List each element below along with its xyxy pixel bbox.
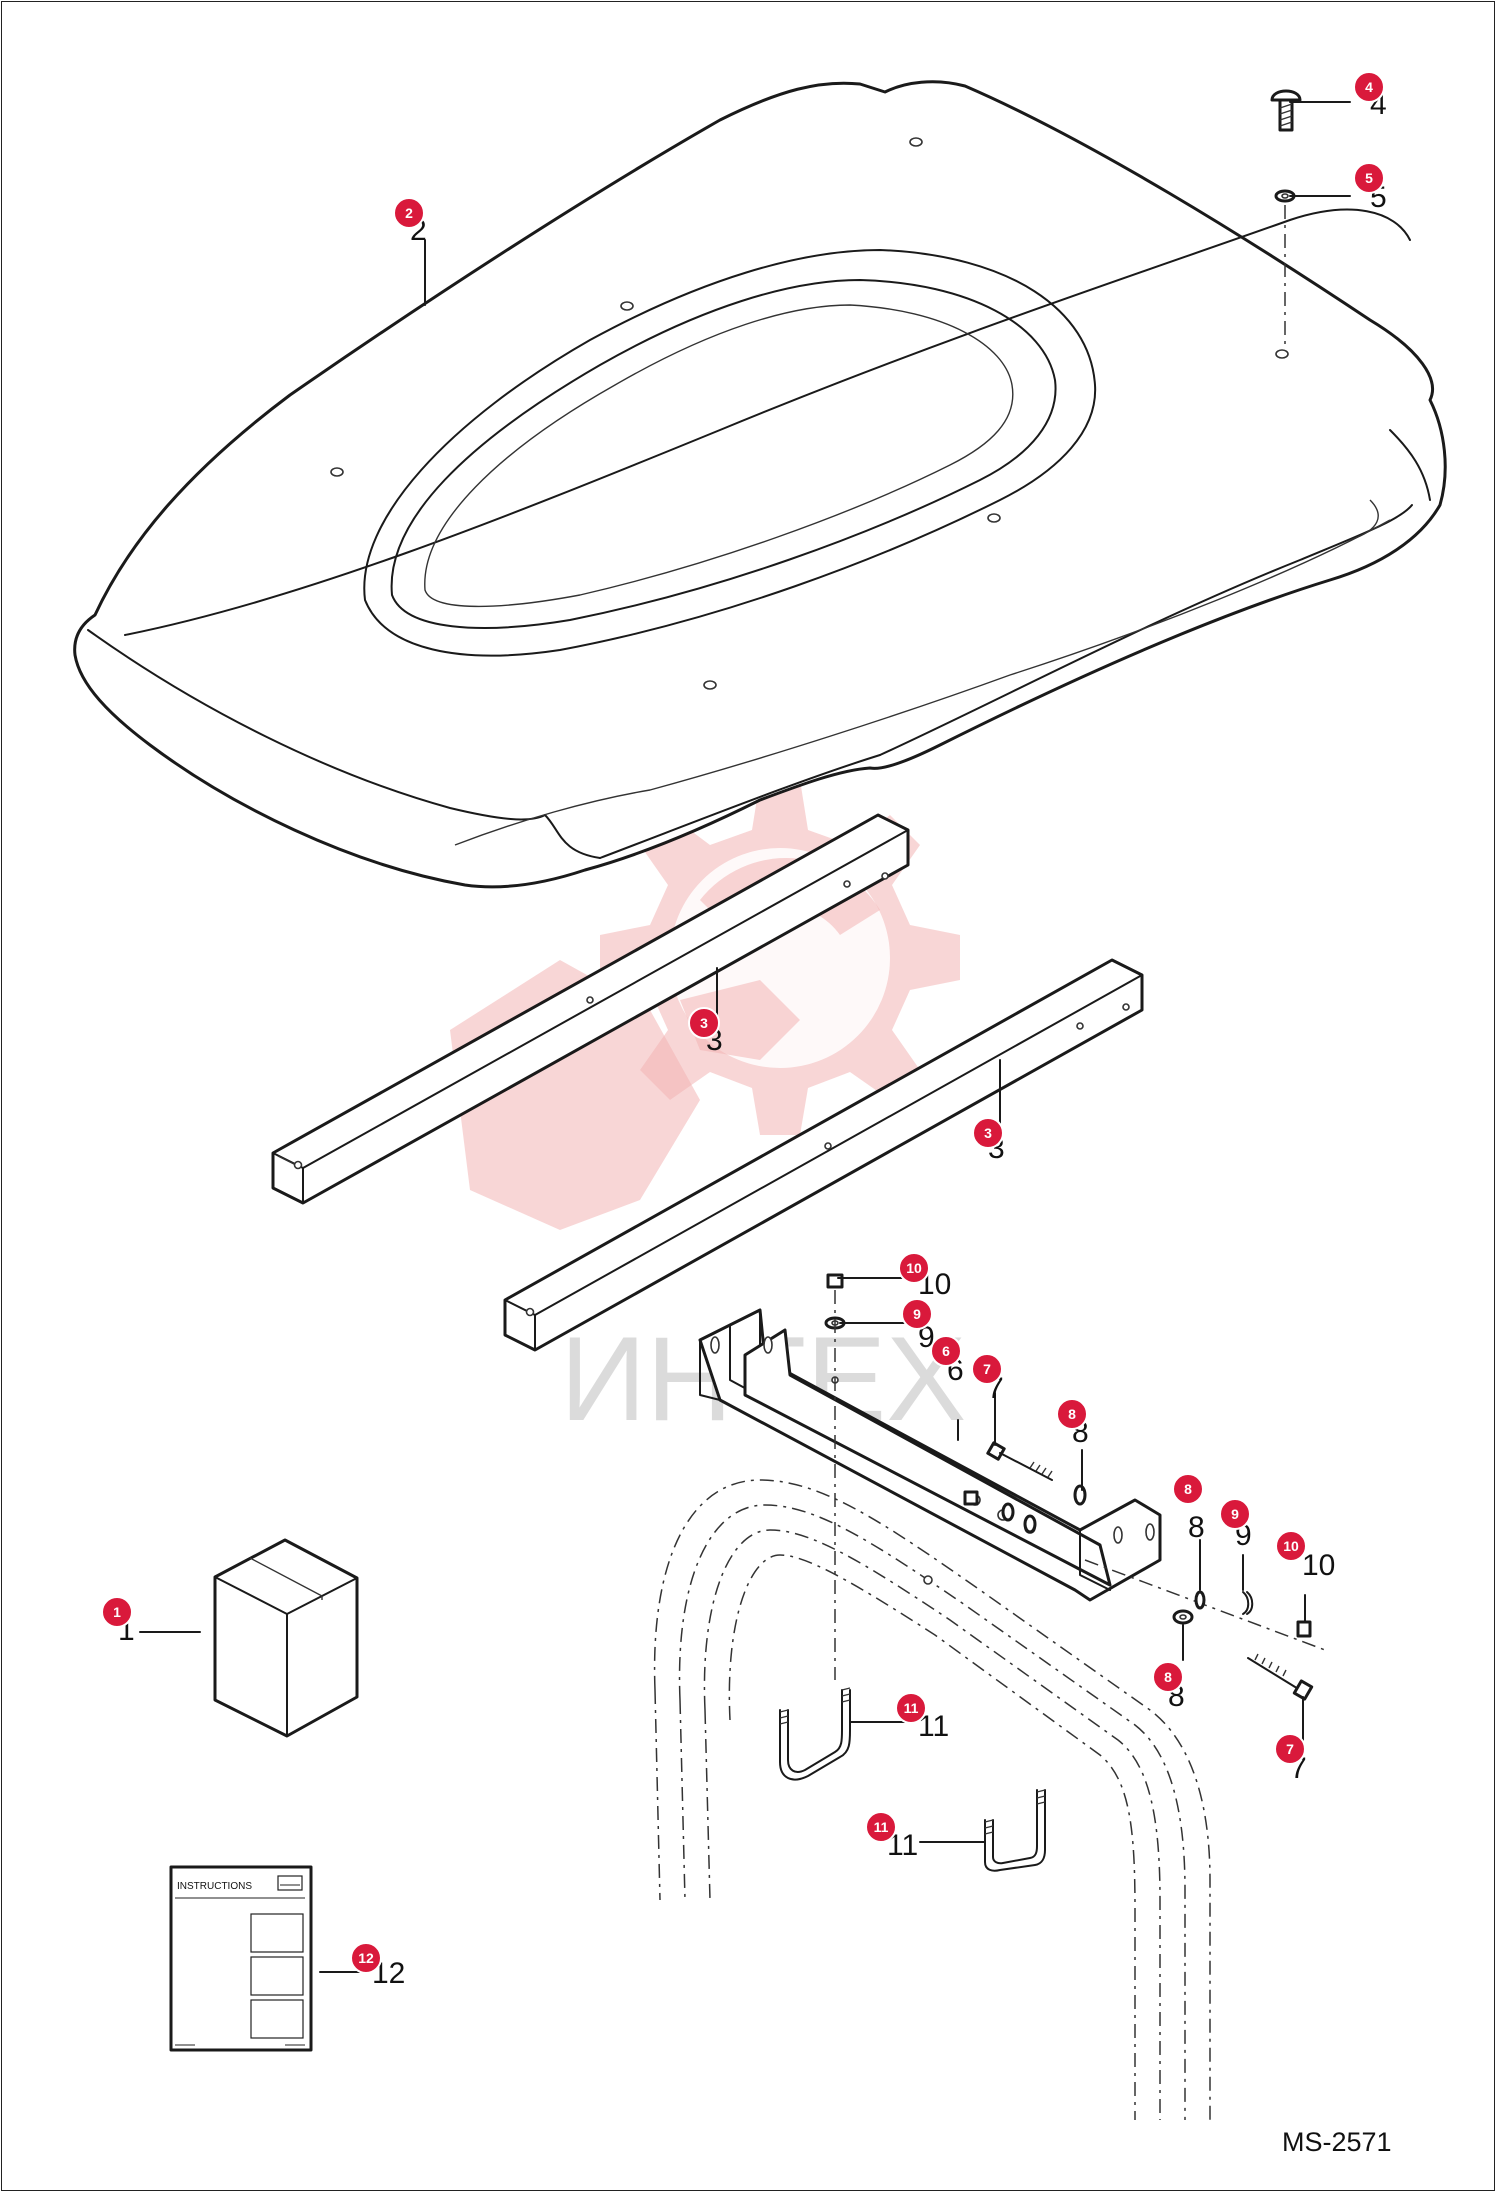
tube-rail-lower [503, 958, 1144, 1352]
callout-10a: 10 10 [898, 1252, 951, 1301]
canopy-roof [73, 80, 1447, 889]
callout-3b: 3 3 [972, 1117, 1005, 1165]
callout-11a: 11 11 [895, 1692, 949, 1743]
callout-badge-8: 8 [1164, 1669, 1172, 1685]
u-bolt-upper [779, 1687, 851, 1781]
callout-8b: 8 8 [1172, 1473, 1205, 1544]
leader-lines [139, 101, 1351, 1973]
callout-badge-8: 8 [1068, 1406, 1076, 1422]
bracket-bolt-lower [1247, 1653, 1314, 1701]
part-number-8: 8 [1188, 1511, 1205, 1544]
u-bolt-lower [984, 1789, 1046, 1872]
mount-hole [330, 467, 344, 477]
callout-badge-9: 9 [913, 1306, 921, 1322]
callout-badge-4: 4 [1365, 79, 1373, 95]
callout-4: 4 4 [1353, 71, 1387, 121]
tube-rail-upper [271, 813, 910, 1205]
part-number-10: 10 [1302, 1549, 1335, 1582]
top-nut-10 [826, 1273, 844, 1289]
callout-badge-7: 7 [983, 1361, 991, 1377]
callout-badge-12: 12 [358, 1950, 374, 1966]
callout-7a: 7 7 [971, 1353, 1004, 1405]
callout-9a: 9 9 [901, 1298, 935, 1354]
callout-badge-6: 6 [942, 1343, 950, 1359]
callout-badge-10: 10 [906, 1260, 922, 1276]
callout-badge-3: 3 [984, 1125, 992, 1141]
mount-hole [620, 301, 634, 311]
callout-badge-9: 9 [1231, 1506, 1239, 1522]
drawing-number: MS-2571 [1282, 2127, 1392, 2157]
callout-1: 1 1 [101, 1596, 135, 1647]
instructions-sheet: INSTRUCTIONS [169, 1865, 313, 2052]
callout-10b: 10 10 [1275, 1530, 1335, 1582]
callout-badge-2: 2 [405, 205, 413, 221]
mount-hole [703, 680, 717, 690]
callout-9b: 9 9 [1219, 1498, 1252, 1552]
callout-7b: 7 7 [1274, 1733, 1307, 1785]
callout-badge-10: 10 [1283, 1538, 1299, 1554]
callout-8a: 8 8 [1056, 1398, 1089, 1449]
callout-3a: 3 3 [688, 1007, 723, 1057]
callout-12: 12 12 [350, 1942, 405, 1990]
callout-11b: 11 11 [865, 1811, 918, 1862]
callout-badge-11: 11 [904, 1700, 919, 1716]
bracket-nut-set [963, 1490, 1037, 1534]
canopy-bolt [1270, 89, 1302, 132]
side-nut-10 [1296, 1620, 1312, 1638]
rops-frame [653, 1479, 1211, 2120]
side-washer-8 [1194, 1590, 1206, 1610]
callout-6: 6 6 [930, 1335, 964, 1387]
mount-hole [909, 137, 923, 147]
callout-8c: 8 8 [1152, 1661, 1185, 1713]
hardware-box [213, 1538, 359, 1738]
callout-badge-11: 11 [874, 1819, 889, 1835]
callout-badge-3: 3 [700, 1015, 708, 1031]
instructions-label: INSTRUCTIONS [177, 1881, 252, 1892]
callout-5: 5 5 [1353, 162, 1387, 214]
callout-2: 2 2 [393, 197, 427, 247]
mount-hole [1275, 349, 1289, 359]
callout-badge-5: 5 [1365, 170, 1373, 186]
lower-washer-8 [1172, 1609, 1194, 1625]
side-lockwasher-9 [1242, 1591, 1254, 1615]
callout-badge-8: 8 [1184, 1481, 1192, 1497]
side-bolt-centerline [1084, 1559, 1326, 1651]
callout-badge-1: 1 [113, 1604, 121, 1620]
callout-badge-7: 7 [1286, 1741, 1294, 1757]
part-number-9: 9 [918, 1321, 935, 1354]
mount-hole [987, 513, 1001, 523]
bracket-washer-upper [1073, 1484, 1087, 1506]
bracket-bolt-upper [986, 1441, 1053, 1481]
